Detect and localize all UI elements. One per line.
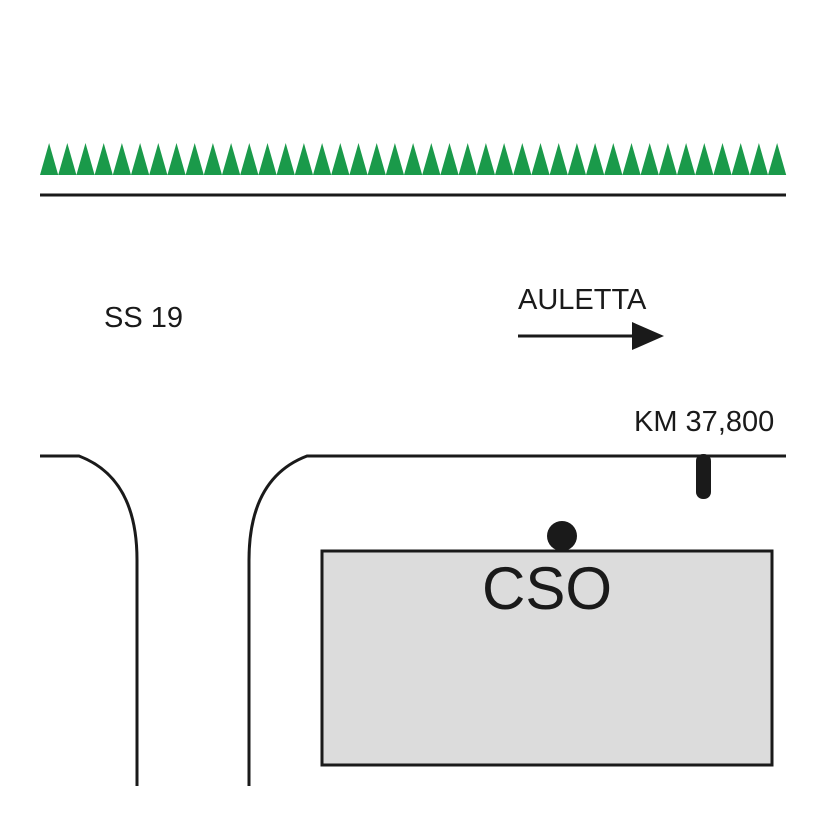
km-post-icon: [696, 454, 711, 499]
hedge-triangle: [112, 143, 131, 175]
hedge-triangle: [76, 143, 95, 175]
dot-marker-icon: [547, 521, 577, 551]
hedge-triangle: [313, 143, 332, 175]
hedge-triangle: [185, 143, 204, 175]
hedge-triangle: [695, 143, 714, 175]
km-marker-label: KM 37,800: [634, 406, 775, 438]
hedge-triangle: [458, 143, 477, 175]
hedge-triangle: [294, 143, 313, 175]
building-label: CSO: [481, 555, 613, 622]
hedge-triangle: [149, 143, 168, 175]
hedge-triangle: [549, 143, 568, 175]
hedge-triangle: [349, 143, 368, 175]
hedge-triangle: [258, 143, 277, 175]
hedge-triangle: [495, 143, 514, 175]
hedge-triangle: [131, 143, 150, 175]
hedge-triangle: [167, 143, 186, 175]
hedge-triangle: [640, 143, 659, 175]
hedge-triangle: [58, 143, 77, 175]
road-edge-near-right: [247, 454, 786, 786]
road-name-label: SS 19: [104, 302, 183, 334]
hedge-triangle: [367, 143, 386, 175]
vegetation-hedge: [40, 143, 787, 175]
hedge-triangle: [604, 143, 623, 175]
hedge-triangle: [567, 143, 586, 175]
direction-label: AULETTA: [518, 284, 647, 316]
hedge-triangle: [240, 143, 259, 175]
hedge-triangle: [731, 143, 750, 175]
hedge-triangle: [440, 143, 459, 175]
hedge-triangle: [276, 143, 295, 175]
hedge-triangle: [203, 143, 222, 175]
hedge-triangle: [658, 143, 677, 175]
hedge-triangle: [222, 143, 241, 175]
hedge-triangle: [622, 143, 641, 175]
hedge-triangle: [404, 143, 423, 175]
hedge-triangle: [677, 143, 696, 175]
building-cso: [320, 549, 774, 767]
hedge-triangle: [713, 143, 732, 175]
hedge-triangle: [331, 143, 350, 175]
hedge-triangle: [385, 143, 404, 175]
hedge-triangle: [768, 143, 787, 175]
road-edge-near-left: [40, 454, 139, 786]
hedge-triangle: [749, 143, 768, 175]
arrow-right-icon: [518, 322, 664, 350]
hedge-triangle: [422, 143, 441, 175]
hedge-triangle: [531, 143, 550, 175]
hedge-triangle: [40, 143, 59, 175]
hedge-triangle: [513, 143, 532, 175]
hedge-triangle: [476, 143, 495, 175]
hedge-triangle: [94, 143, 113, 175]
hedge-triangle: [586, 143, 605, 175]
